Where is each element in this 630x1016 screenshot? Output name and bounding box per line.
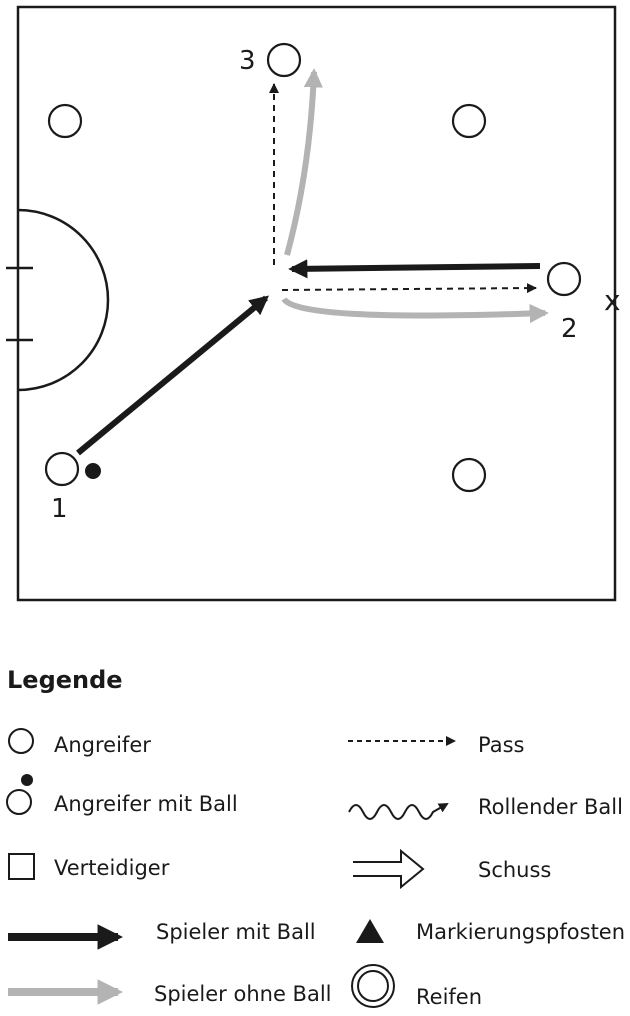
player-2-number: 2 (561, 314, 578, 344)
legend-label-angreifer-mit-ball: Angreifer mit Ball (54, 792, 238, 816)
legend-reifen-glyph-inner (357, 970, 389, 1002)
player-1-number: 1 (51, 494, 68, 524)
legend-rollender-ball-glyph (348, 803, 449, 820)
legend-label-reifen: Reifen (416, 985, 483, 1009)
legend-label-markierungspfosten: Markierungspfosten (416, 920, 626, 944)
legend-label-verteidiger: Verteidiger (54, 856, 170, 880)
legend-label-schuss: Schuss (478, 858, 552, 882)
hoop-top-right (451, 103, 487, 139)
player-1-circle (44, 451, 80, 487)
player-2-circle (546, 261, 582, 297)
field-border (16, 5, 617, 602)
player-3-number: 3 (239, 46, 256, 76)
legend-label-spieler-mit-ball: Spieler mit Ball (156, 920, 316, 944)
legend-verteidiger-glyph (8, 853, 35, 880)
legend-label-spieler-ohne-ball: Spieler ohne Ball (154, 982, 332, 1006)
legend-label-rollender-ball: Rollender Ball (478, 795, 623, 819)
legend-angreifer-mit-ball-ball (21, 774, 33, 786)
side-marker: x (604, 284, 621, 317)
hoop-bottom-right (451, 457, 487, 493)
pass-arrow-to-player-2 (281, 283, 537, 294)
legend-reifen-glyph-outer (351, 964, 395, 1008)
legend-label-angreifer: Angreifer (54, 733, 151, 757)
run-arrow-player-1-with-ball (76, 295, 269, 456)
legend-title: Legende (7, 666, 123, 694)
legend-label-pass: Pass (478, 733, 525, 757)
legend-markierungspfosten-glyph (356, 919, 384, 943)
goal-circle-arc (17, 208, 110, 392)
legend-angreifer-mit-ball-glyph (6, 789, 32, 815)
hoop-top-left (47, 103, 83, 139)
player-3-circle (266, 42, 302, 78)
legend-schuss-glyph (353, 848, 425, 890)
run-arrow-player-2 (281, 296, 549, 324)
run-arrow-player-2-with-ball (288, 259, 541, 279)
run-arrow-player-3 (284, 68, 323, 256)
legend-angreifer-glyph (8, 728, 34, 754)
ball-player-1 (85, 463, 101, 479)
